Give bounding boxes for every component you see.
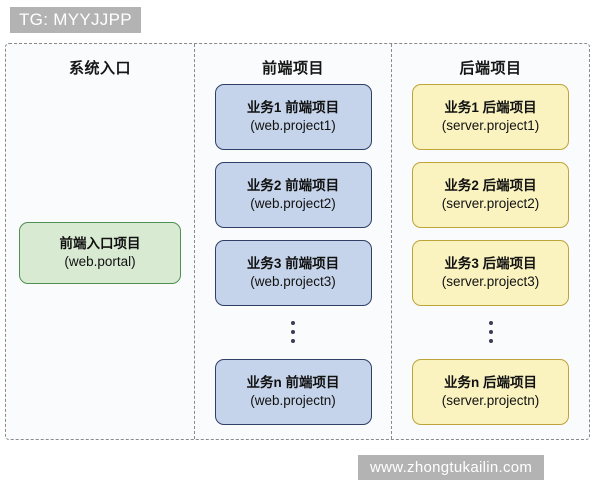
diagram-frame: 系统入口 前端入口项目 (web.portal) 前端项目 业务1 前端项目 (… xyxy=(5,43,590,440)
column-title-system-entry: 系统入口 xyxy=(68,60,131,77)
node-web-projectn[interactable]: 业务n 前端项目 (web.projectn) xyxy=(214,359,372,425)
column-frontend-projects: 前端项目 业务1 前端项目 (web.project1) 业务2 前端项目 (w… xyxy=(194,44,391,439)
node-subtitle: (web.project2) xyxy=(250,196,336,211)
node-title: 业务n 后端项目 xyxy=(444,375,537,391)
node-server-project2[interactable]: 业务2 后端项目 (server.project2) xyxy=(412,162,569,228)
node-subtitle: (server.projectn) xyxy=(441,393,540,408)
node-subtitle: (web.project3) xyxy=(250,274,336,289)
node-title: 业务1 前端项目 xyxy=(246,100,340,116)
node-title: 业务3 后端项目 xyxy=(444,256,537,272)
node-server-projectn[interactable]: 业务n 后端项目 (server.projectn) xyxy=(412,359,569,425)
vertical-ellipsis-icon xyxy=(488,321,493,343)
node-server-project3[interactable]: 业务3 后端项目 (server.project3) xyxy=(412,240,569,306)
node-web-project1[interactable]: 业务1 前端项目 (web.project1) xyxy=(214,84,372,150)
node-web-portal[interactable]: 前端入口项目 (web.portal) xyxy=(19,221,181,284)
column-backend-projects: 后端项目 业务1 后端项目 (server.project1) 业务2 后端项目… xyxy=(391,44,589,439)
column-title-backend: 后端项目 xyxy=(459,60,522,77)
node-title: 前端入口项目 xyxy=(59,235,141,251)
node-server-project1[interactable]: 业务1 后端项目 (server.project1) xyxy=(412,84,569,150)
node-subtitle: (server.project2) xyxy=(441,196,540,211)
node-subtitle: (web.portal) xyxy=(64,253,136,269)
node-subtitle: (web.project1) xyxy=(250,118,336,133)
node-subtitle: (server.project3) xyxy=(441,274,540,289)
node-subtitle: (web.projectn) xyxy=(250,393,336,408)
node-title: 业务1 后端项目 xyxy=(444,100,537,116)
backend-node-stack: 业务1 后端项目 (server.project1) 业务2 后端项目 (ser… xyxy=(412,84,569,425)
node-web-project2[interactable]: 业务2 前端项目 (web.project2) xyxy=(214,162,372,228)
node-web-project3[interactable]: 业务3 前端项目 (web.project3) xyxy=(214,240,372,306)
watermark-top: TG: MYYJJPP xyxy=(10,7,141,33)
node-title: 业务2 后端项目 xyxy=(444,178,537,194)
column-title-frontend: 前端项目 xyxy=(261,60,324,77)
frontend-node-stack: 业务1 前端项目 (web.project1) 业务2 前端项目 (web.pr… xyxy=(214,84,372,425)
column-system-entry: 系统入口 前端入口项目 (web.portal) xyxy=(6,44,194,439)
entry-node-wrapper: 前端入口项目 (web.portal) xyxy=(6,84,194,439)
vertical-ellipsis-icon xyxy=(291,321,295,343)
watermark-bottom-url: www.zhongtukailin.com xyxy=(358,455,545,480)
node-title: 业务2 前端项目 xyxy=(246,178,340,194)
node-title: 业务n 前端项目 xyxy=(246,375,340,391)
node-title: 业务3 前端项目 xyxy=(246,256,340,272)
node-subtitle: (server.project1) xyxy=(441,118,540,133)
